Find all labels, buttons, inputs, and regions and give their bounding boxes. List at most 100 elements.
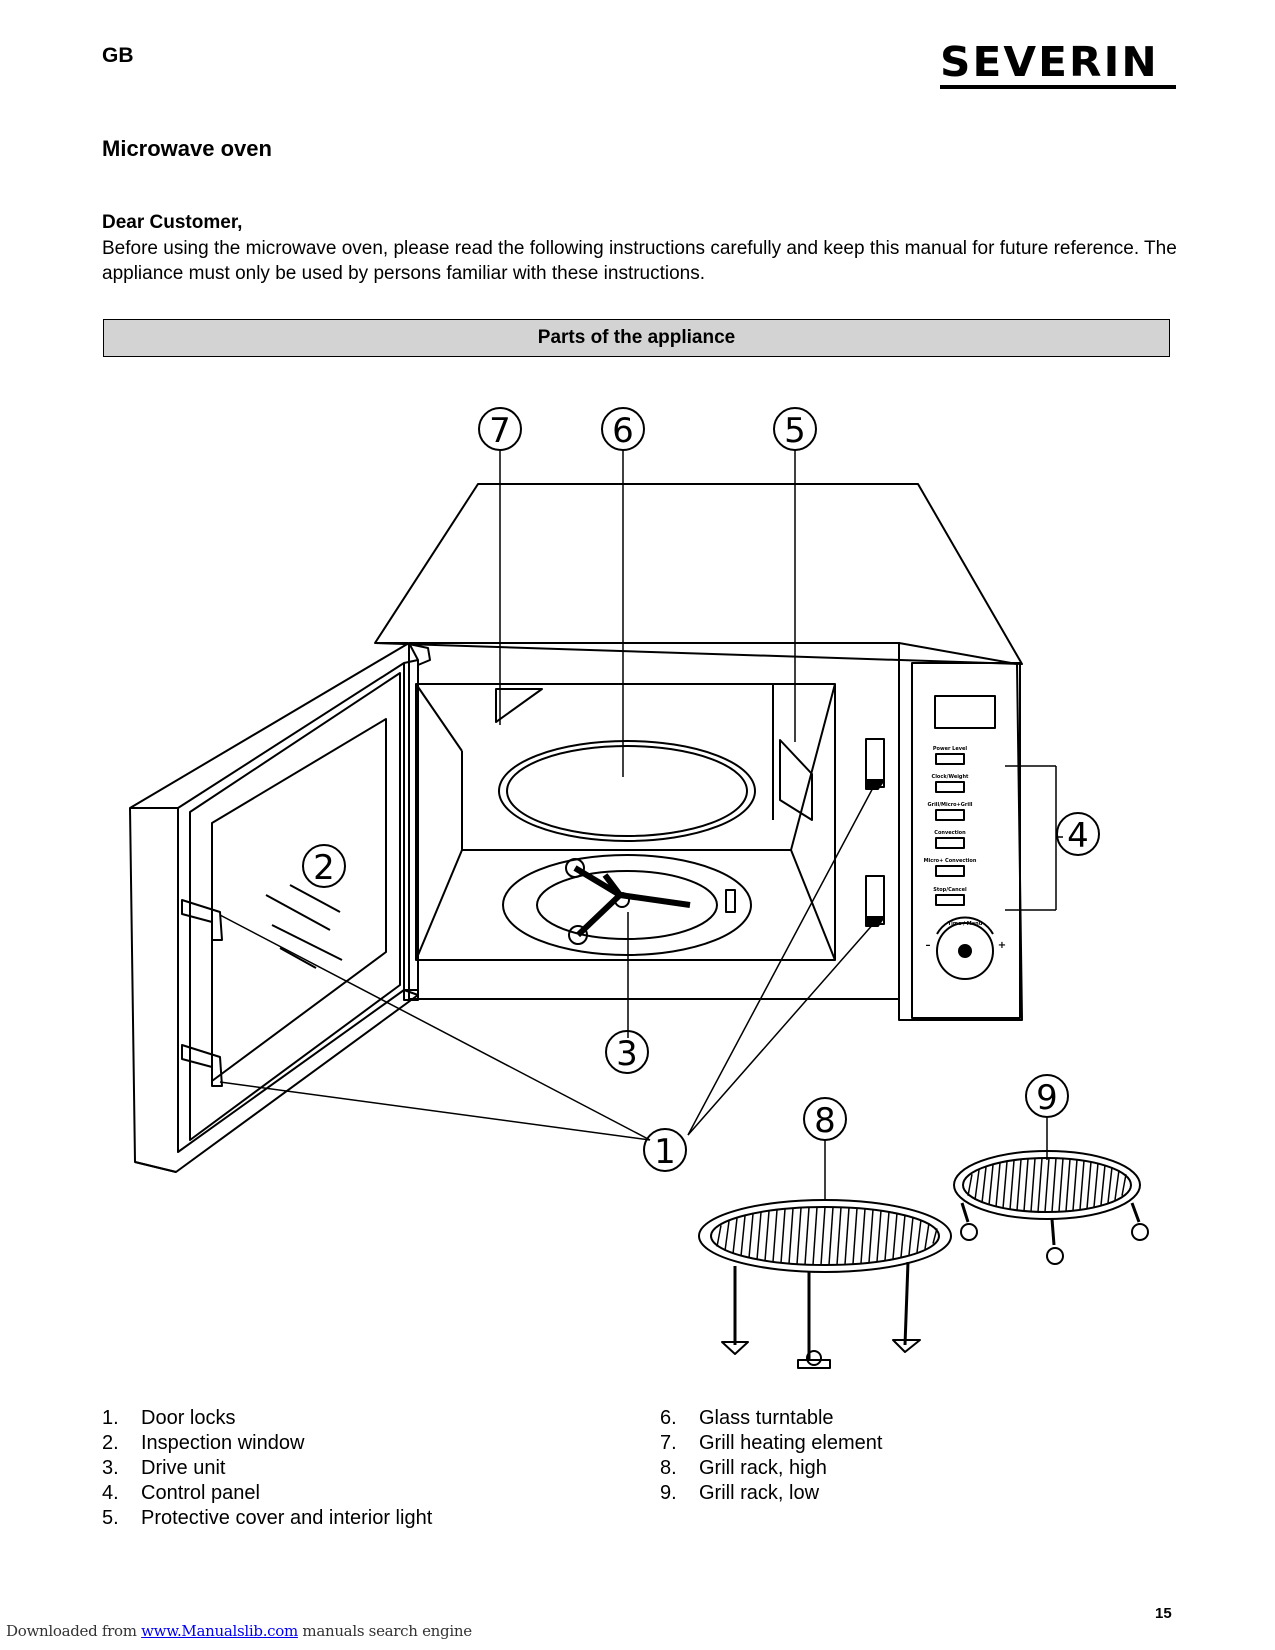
list-item-label: Glass turntable	[699, 1406, 834, 1431]
list-item-label: Control panel	[141, 1481, 260, 1506]
list-item-number: 8.	[660, 1456, 699, 1481]
callout-4: 4	[1067, 816, 1089, 856]
rack-bar	[1066, 1159, 1070, 1211]
list-item-label: Grill rack, high	[699, 1456, 827, 1481]
rack-bar	[1087, 1162, 1091, 1209]
rack-bar	[773, 1210, 777, 1262]
rack-bar	[1108, 1167, 1112, 1203]
download-footer: Downloaded from www.Manualslib.com manua…	[6, 1622, 472, 1640]
rack-bar	[725, 1221, 729, 1251]
list-item: 3.Drive unit	[102, 1456, 432, 1481]
list-item: 2.Inspection window	[102, 1431, 432, 1456]
list-item-number: 6.	[660, 1406, 699, 1431]
list-item: 5.Protective cover and interior light	[102, 1506, 432, 1531]
rack-bar	[853, 1208, 857, 1264]
rack-bar	[901, 1215, 905, 1257]
rack-bar	[989, 1165, 993, 1205]
rack-bar	[1024, 1159, 1028, 1211]
leader-lines	[220, 449, 1063, 1200]
rack-bar	[789, 1208, 793, 1263]
rack-bar	[1031, 1158, 1035, 1211]
rack-bar	[805, 1207, 809, 1264]
manualslib-link[interactable]: www.Manualslib.com	[141, 1622, 298, 1640]
callout-9: 9	[1036, 1078, 1058, 1118]
list-item-number: 1.	[102, 1406, 141, 1431]
list-item: 4.Control panel	[102, 1481, 432, 1506]
rack-bar	[1059, 1158, 1063, 1211]
rack-bar	[741, 1216, 745, 1256]
rack-bar	[837, 1207, 841, 1265]
list-item-number: 9.	[660, 1481, 699, 1506]
list-item-label: Protective cover and interior light	[141, 1506, 432, 1531]
footer-prefix: Downloaded from	[6, 1622, 141, 1640]
callouts	[303, 408, 1099, 1171]
rack-bar	[1038, 1158, 1042, 1212]
rack-bar	[1052, 1158, 1056, 1212]
control-label: Micro+ Convection	[924, 858, 977, 864]
rack-bar	[1094, 1163, 1098, 1207]
footer-suffix: manuals search engine	[298, 1622, 472, 1640]
rack-bar	[845, 1208, 849, 1265]
rack-bar	[781, 1209, 785, 1263]
rack-bar	[893, 1213, 897, 1259]
page-number: 15	[1155, 1605, 1172, 1622]
drive-unit	[503, 855, 751, 955]
callout-3: 3	[616, 1034, 638, 1074]
rack-bar	[885, 1212, 889, 1261]
control-label: –	[926, 940, 931, 951]
rack-bar	[765, 1211, 769, 1261]
list-item-label: Door locks	[141, 1406, 235, 1431]
list-item-number: 2.	[102, 1431, 141, 1456]
glass-turntable	[499, 741, 755, 841]
list-item-label: Inspection window	[141, 1431, 304, 1456]
rack-bar	[1003, 1162, 1007, 1209]
rack-bar	[1115, 1170, 1119, 1200]
control-label: +	[998, 940, 1006, 951]
list-item: 1.Door locks	[102, 1406, 432, 1431]
oven-body	[375, 484, 1022, 999]
callout-2: 2	[313, 848, 335, 888]
rack-bar	[909, 1217, 913, 1255]
rack-bar	[1101, 1165, 1105, 1205]
rack-bar	[925, 1223, 929, 1249]
rack-bar	[1073, 1160, 1077, 1211]
rack-bar	[877, 1210, 881, 1261]
callout-1: 1	[654, 1132, 676, 1172]
appliance-diagram: Power Level Clock/Weight Grill/Micro+Gri…	[0, 0, 1275, 1400]
callout-5: 5	[784, 411, 806, 451]
display-window	[935, 696, 995, 728]
rack-bar	[968, 1174, 972, 1196]
rack-bar	[996, 1163, 1000, 1207]
rack-bar	[717, 1225, 721, 1246]
control-label: Clock/Weight	[932, 774, 970, 780]
rack-bar	[797, 1208, 801, 1264]
list-item-label: Grill heating element	[699, 1431, 882, 1456]
list-item-number: 3.	[102, 1456, 141, 1481]
list-item-label: Grill rack, low	[699, 1481, 819, 1506]
callout-8: 8	[814, 1101, 836, 1141]
list-item-number: 7.	[660, 1431, 699, 1456]
callout-6: 6	[612, 411, 634, 451]
rack-bar	[749, 1214, 753, 1258]
rack-bar	[869, 1209, 873, 1262]
rack-bar	[975, 1170, 979, 1200]
list-item: 9.Grill rack, low	[660, 1481, 882, 1506]
rack-bar	[1010, 1160, 1014, 1209]
callout-7: 7	[489, 411, 511, 451]
rack-bar	[1080, 1160, 1084, 1209]
list-item-number: 4.	[102, 1481, 141, 1506]
rack-bar	[813, 1207, 817, 1265]
light-cover	[780, 740, 812, 820]
rack-bar	[757, 1212, 761, 1259]
parts-list-left: 1.Door locks 2.Inspection window 3.Drive…	[102, 1406, 432, 1531]
rack-bar	[861, 1209, 865, 1264]
control-label: Time / Menu	[948, 921, 983, 927]
list-item: 6.Glass turntable	[660, 1406, 882, 1431]
list-item-number: 5.	[102, 1506, 141, 1531]
control-label: Stop/Cancel	[933, 887, 967, 893]
rack-bar	[1045, 1158, 1049, 1212]
rack-bar	[1122, 1174, 1126, 1196]
rack-bar	[1017, 1160, 1021, 1211]
rack-bar	[982, 1167, 986, 1203]
grill-rack-low	[954, 1151, 1148, 1264]
